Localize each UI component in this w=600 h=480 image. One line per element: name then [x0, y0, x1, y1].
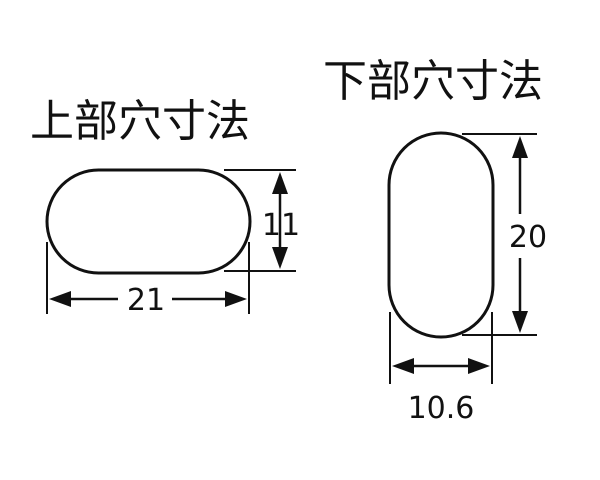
lower-hole-outline	[387, 131, 495, 339]
lower-width-arrow-right	[468, 358, 490, 374]
lower-width-arrow-left	[392, 358, 414, 374]
upper-hole-outline	[45, 168, 252, 275]
lower-height-label: 20	[509, 220, 547, 255]
upper-height-label: 11	[262, 208, 300, 243]
lower-width-label: 10.6	[408, 391, 475, 426]
lower-hole-title: 下部穴寸法	[323, 56, 543, 107]
upper-width-arrow-left	[49, 291, 71, 307]
upper-hole-group: 上部穴寸法 11 21	[30, 96, 300, 318]
upper-height-arrow-top	[272, 172, 288, 194]
upper-height-arrow-bottom	[272, 247, 288, 269]
lower-height-arrow-top	[512, 136, 528, 158]
lower-height-arrow-bottom	[512, 311, 528, 333]
upper-width-label: 21	[127, 283, 165, 318]
upper-width-arrow-right	[225, 291, 247, 307]
lower-hole-group: 下部穴寸法 20 10.6	[323, 56, 547, 426]
upper-hole-title: 上部穴寸法	[30, 96, 250, 147]
